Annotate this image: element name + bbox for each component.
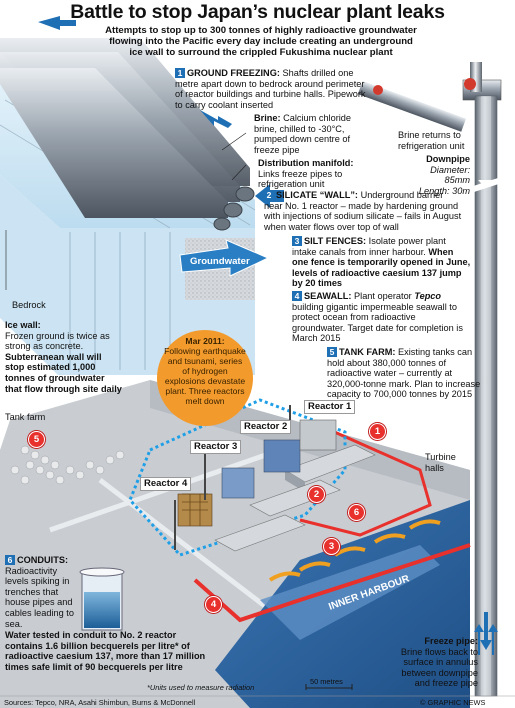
item-head: GROUND FREEZING: xyxy=(187,68,280,78)
reactor-buildings xyxy=(174,405,337,550)
item-number-3: 3 xyxy=(292,236,302,246)
item-text: Isolate power plant intake canals from i… xyxy=(292,236,446,257)
page-title: Battle to stop Japan’s nuclear plant lea… xyxy=(70,1,445,23)
scale-bar xyxy=(305,684,353,690)
flow-arrow xyxy=(200,110,232,128)
march-2011-note: Mar 2011: Following earthquake and tsuna… xyxy=(163,336,247,406)
item-bold: When one fence is temporarily opened in … xyxy=(292,246,471,289)
downpipe-label: Downpipe Diameter: 85mm Length: 30m xyxy=(410,154,470,196)
brine-returns-label: Brine returns to refrigeration unit xyxy=(398,130,465,151)
tank-farm-label: Tank farm xyxy=(5,412,46,422)
tank-farm xyxy=(10,445,125,485)
reactor-3-label: Reactor 3 xyxy=(190,440,242,454)
item-head: TANK FARM: xyxy=(339,347,396,357)
march-2011-bubble xyxy=(157,330,253,426)
credit: © GRAPHIC NEWS xyxy=(420,698,486,707)
ice-wall-label: Ice wall: Frozen ground is twice as stro… xyxy=(5,320,123,394)
scale-label: 50 metres xyxy=(310,677,343,686)
manifold-pipes xyxy=(0,38,255,231)
item-number-6: 6 xyxy=(5,555,15,565)
marker-5: 5 xyxy=(28,431,45,448)
manifold-label: Distribution manifold: Links freeze pipe… xyxy=(258,158,378,190)
sources: Sources: Tepco, NRA, Asahi Shimbun, Burn… xyxy=(4,698,196,707)
downpipe-diameter: Diameter: 85mm xyxy=(430,164,470,186)
ice-wall-head: Ice wall: xyxy=(5,320,41,330)
bedrock-label: Bedrock xyxy=(12,300,46,310)
marker-6: 6 xyxy=(348,504,365,521)
marker-4: 4 xyxy=(205,596,222,613)
freeze-pipe-label: Freeze pipe: Brine flows back to surface… xyxy=(393,636,478,689)
march-head: Mar 2011: xyxy=(185,336,225,346)
freeze-pipe-head: Freeze pipe: xyxy=(424,636,478,646)
item-head: SILT FENCES: xyxy=(304,236,367,246)
groundwater-label: Groundwater xyxy=(190,256,250,267)
downpipe-length: Length: 30m xyxy=(418,185,470,196)
brine-head: Brine: xyxy=(254,113,281,123)
item-text: Radioactivity levels spiking in trenches… xyxy=(5,565,74,629)
item-text: building gigantic impermeable seawall to… xyxy=(292,301,463,344)
item-number-1: 1 xyxy=(175,68,185,78)
item-text: Underground barrier near No. 1 reactor –… xyxy=(264,190,462,232)
item-number-5: 5 xyxy=(327,347,337,357)
beaker xyxy=(79,567,125,631)
downpipe-head: Downpipe xyxy=(426,154,470,164)
manifold-text: Links freeze pipes to refrigeration unit xyxy=(258,168,343,190)
marker-1: 1 xyxy=(369,423,386,440)
manifold-head: Distribution manifold: xyxy=(258,158,354,168)
item-head: CONDUITS: xyxy=(17,555,69,565)
freeze-pipe-text: Brine flows back to surface in annulus b… xyxy=(400,646,478,689)
turbine-halls-label: Turbine halls xyxy=(425,452,456,473)
item-text: Existing tanks can hold about 380,000 to… xyxy=(327,347,473,389)
reactor-2-label: Reactor 2 xyxy=(240,420,292,434)
ice-wall-face xyxy=(0,175,255,375)
brine-label: Brine: Calcium chloride brine, chilled t… xyxy=(254,113,366,155)
marker-3: 3 xyxy=(323,538,340,555)
silicate-wall-line xyxy=(299,428,432,537)
item-plan: Plan to increase capacity to 700,000 ton… xyxy=(327,378,481,400)
item-number-4: 4 xyxy=(292,291,302,301)
ice-wall-text: Frozen ground is twice as strong as conc… xyxy=(5,330,110,352)
march-text: Following earthquake and tsunami, series… xyxy=(164,346,246,406)
freeze-pipe-detail xyxy=(357,62,502,697)
item-head: SILICATE “WALL”: xyxy=(276,190,358,200)
reactor-1-label: Reactor 1 xyxy=(304,400,356,414)
item-text: Plant operator xyxy=(354,291,412,301)
reactor-4-label: Reactor 4 xyxy=(140,477,192,491)
item-text: Shafts drilled one metre apart down to b… xyxy=(175,68,366,110)
flow-arrow xyxy=(38,16,76,30)
subtitle: Attempts to stop up to 300 tonnes of hig… xyxy=(105,25,417,58)
conduits-footnote: *Units used to measure radiation xyxy=(147,683,255,692)
item-head: SEAWALL: xyxy=(304,291,352,301)
brine-text: Calcium chloride brine, chilled to -30°C… xyxy=(254,113,352,155)
conduits-bold: Water tested in conduit to No. 2 reactor… xyxy=(5,630,206,672)
item-number-2: 2 xyxy=(264,190,274,200)
groundwater-arrow xyxy=(179,239,270,277)
ice-wall-bold: Subterranean wall will stop estimated 1,… xyxy=(5,351,122,394)
marker-2: 2 xyxy=(308,486,325,503)
silt-fences xyxy=(268,519,441,582)
operator-name: Tepco xyxy=(414,291,442,301)
